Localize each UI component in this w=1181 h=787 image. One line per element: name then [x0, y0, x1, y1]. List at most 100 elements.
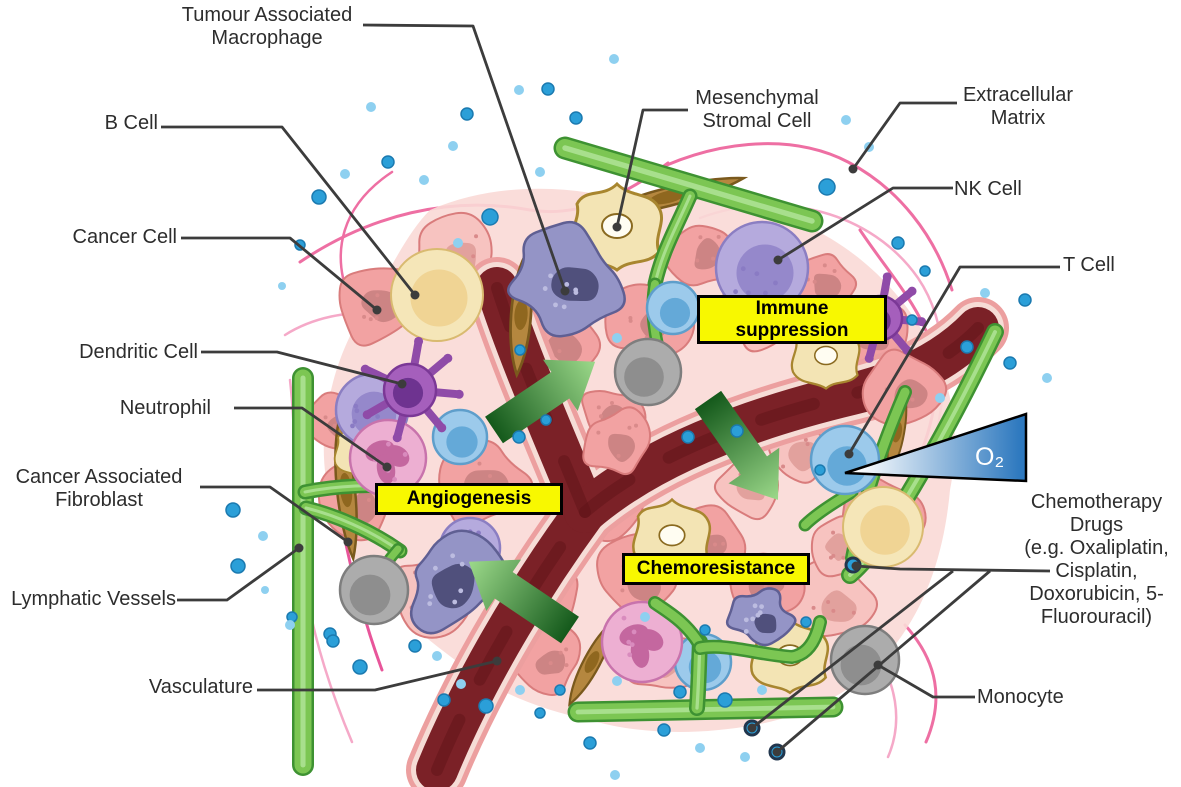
drug-dot — [432, 651, 442, 661]
leader-chemotherapy-drugs — [776, 569, 991, 754]
oxygen-gradient-wedge — [844, 412, 1028, 483]
drug-dot — [311, 189, 327, 205]
drug-dot — [460, 107, 474, 121]
tumour-associated-macrophage-shape — [507, 220, 626, 338]
drug-dot — [740, 752, 750, 762]
drug-dot — [535, 167, 545, 177]
drug-dot — [419, 175, 429, 185]
tumour-associated-macrophage-shape — [725, 587, 797, 647]
chemoresistance-box: Chemoresistance — [622, 553, 810, 585]
drug-dot — [906, 314, 918, 326]
leader-mesenchymal-stromal-cell-dot — [612, 222, 622, 232]
leader-neutrophil — [234, 406, 388, 469]
label-leader-lines — [161, 23, 1060, 757]
drug-dot — [381, 155, 395, 169]
leader-extracellular-matrix — [851, 101, 957, 170]
lymphatic-vessel-highlight — [304, 506, 402, 553]
drug-dot — [935, 393, 945, 403]
drug-dot — [261, 586, 269, 594]
drug-dot — [515, 685, 525, 695]
drug-dot — [681, 430, 695, 444]
drug-dot — [456, 679, 466, 689]
t-cell-shape — [645, 280, 701, 336]
blood-vessel-streak — [431, 506, 591, 776]
leader-chemotherapy-drugs — [751, 569, 954, 730]
drug-dot — [258, 531, 268, 541]
drug-dot — [818, 178, 836, 196]
leader-b-cell-dot — [410, 290, 420, 300]
leader-cancer-associated-fibroblast — [200, 485, 349, 544]
drug-dot — [699, 624, 711, 636]
leader-monocyte-dot — [873, 660, 883, 670]
leader-chemotherapy-drugs-dot — [747, 723, 757, 733]
leader-dendritic-cell-dot — [397, 379, 407, 389]
leader-neutrophil-dot — [382, 462, 392, 472]
monocyte-shape — [613, 337, 683, 407]
drug-dot — [448, 141, 458, 151]
drug-dot — [514, 85, 524, 95]
drug-dot — [453, 238, 463, 248]
monocyte-shape — [829, 624, 901, 696]
drug-dot — [800, 616, 812, 628]
leader-vasculature-dot — [492, 656, 502, 666]
drug-dot — [609, 54, 619, 64]
leader-tumour-associated-macrophage-dot — [560, 286, 570, 296]
leader-extracellular-matrix-dot — [848, 164, 858, 174]
drug-dot — [960, 340, 974, 354]
drug-dot — [540, 414, 552, 426]
leader-cancer-associated-fibroblast-dot — [343, 537, 353, 547]
cancer-cell-shape — [582, 406, 652, 476]
leader-dendritic-cell — [201, 350, 403, 386]
drug-dot — [225, 502, 241, 518]
drug-dot — [657, 723, 671, 737]
process-arrow — [694, 390, 780, 500]
ecm-strand — [638, 142, 954, 292]
drug-dot — [481, 208, 499, 226]
leader-lymphatic-vessels-dot — [294, 543, 304, 553]
drug-dot — [1018, 293, 1032, 307]
drug-dot — [891, 236, 905, 250]
drug-dot — [695, 743, 705, 753]
drug-dot — [478, 698, 494, 714]
leader-chemotherapy-drugs-dot — [772, 747, 782, 757]
drug-dot — [717, 692, 733, 708]
drug-dot — [980, 288, 990, 298]
lymphatic-vessel-highlight — [575, 704, 836, 715]
drug-dot — [610, 770, 620, 780]
drug-dot — [366, 102, 376, 112]
oxygen-gradient-triangle — [844, 412, 1028, 483]
leader-cancer-cell-dot — [372, 305, 382, 315]
leader-mesenchymal-stromal-cell — [615, 108, 688, 228]
process-arrow — [468, 559, 579, 644]
leader-nk-cell — [777, 186, 953, 262]
leader-chemotherapy-drugs — [855, 564, 1051, 573]
b-cell-shape — [842, 486, 924, 568]
drug-dot — [326, 634, 340, 648]
drug-dot — [757, 685, 767, 695]
leader-monocyte — [877, 663, 975, 699]
drug-dot — [814, 464, 826, 476]
drug-dot — [285, 620, 295, 630]
leader-tumour-associated-macrophage — [362, 23, 567, 292]
angiogenesis-box: Angiogenesis — [375, 483, 563, 515]
lymphatic-vessel — [650, 598, 705, 650]
drug-dot — [408, 639, 422, 653]
lymphatic-vessel — [695, 617, 825, 662]
drug-dot — [340, 169, 350, 179]
t-cell-shape — [431, 408, 489, 466]
drug-dot — [352, 659, 368, 675]
leader-vasculature — [257, 659, 498, 692]
drug-dot — [640, 612, 650, 622]
ecm-strand — [903, 623, 938, 744]
drug-dot — [730, 424, 744, 438]
leader-lymphatic-vessels — [177, 546, 300, 602]
oxygen-label: O₂ — [975, 443, 1005, 471]
process-arrows — [468, 359, 780, 644]
monocyte-shape — [338, 554, 410, 626]
b-cell-shape — [390, 248, 484, 342]
drug-dot — [841, 115, 851, 125]
chemotherapy-drug-dots — [225, 54, 1052, 780]
lymphatic-vessel-highlight — [562, 145, 815, 224]
